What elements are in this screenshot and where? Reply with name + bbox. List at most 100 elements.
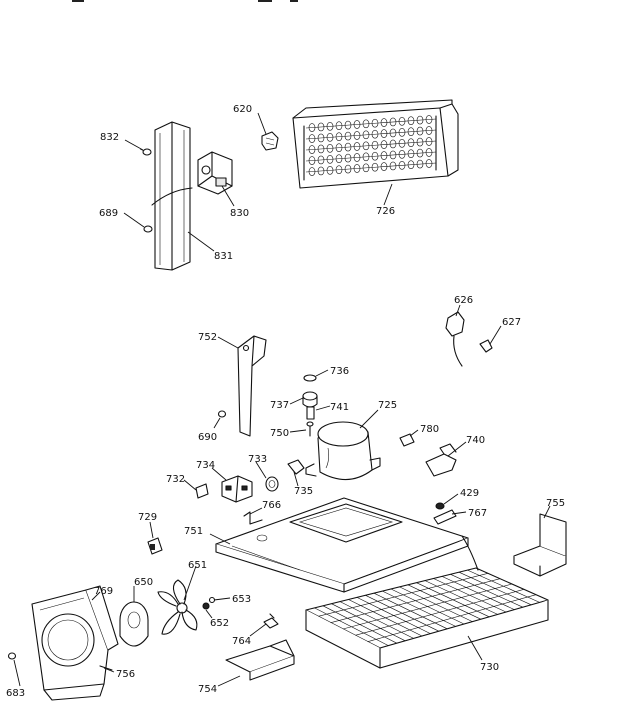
part-729-drier xyxy=(147,537,163,555)
part-766-bracket xyxy=(243,511,263,525)
callout-734: 734 xyxy=(196,460,215,471)
coil-fin xyxy=(389,128,397,138)
coil-fin xyxy=(317,133,325,143)
callout-766: 766 xyxy=(262,500,281,511)
part-741-sleeve xyxy=(306,406,315,420)
coil-fin xyxy=(326,144,334,153)
callout-653: 653 xyxy=(232,594,251,605)
part-752-bracket xyxy=(237,335,267,437)
coil-fin xyxy=(326,122,334,131)
coil-fin xyxy=(371,129,379,139)
coil-fin xyxy=(371,151,379,161)
coil-fin xyxy=(425,159,433,168)
coil-fin xyxy=(398,161,406,170)
callout-780: 780 xyxy=(420,424,439,435)
callout-752: 752 xyxy=(198,332,217,343)
coil-row xyxy=(305,129,437,140)
coil-fin xyxy=(308,167,316,176)
coil-fin xyxy=(308,134,316,143)
coil-fin xyxy=(425,126,433,135)
coil-fin xyxy=(326,133,334,142)
coil-row xyxy=(305,151,437,162)
coil-fin xyxy=(416,126,424,136)
coil-fin xyxy=(398,117,406,126)
grill-tube xyxy=(355,589,525,636)
callout-754: 754 xyxy=(198,684,217,695)
callout-labels: 620 832 830 726 689 831 626 627 752 736 … xyxy=(6,104,565,699)
callout-755: 755 xyxy=(546,498,565,509)
grill-tube xyxy=(367,594,537,642)
coil-fin xyxy=(380,129,388,138)
part-653-clip xyxy=(208,596,216,604)
callout-730: 730 xyxy=(480,662,499,673)
coil-fin xyxy=(353,131,361,140)
coil-fin xyxy=(371,162,379,172)
coil-fin xyxy=(326,166,334,175)
coil-fin xyxy=(398,128,406,137)
part-737-grommet xyxy=(302,391,318,408)
callout-831: 831 xyxy=(214,251,233,262)
callout-652: 652 xyxy=(210,618,229,629)
coil-fin xyxy=(407,160,415,170)
callout-627: 627 xyxy=(502,317,521,328)
part-831-channel xyxy=(151,121,193,271)
part-832-screw xyxy=(139,148,152,156)
callout-733: 733 xyxy=(248,454,267,465)
coil-fin xyxy=(380,162,388,171)
coil-fin xyxy=(344,131,352,141)
grill-tube xyxy=(318,573,489,617)
part-764-clamp xyxy=(263,613,279,629)
callout-741: 741 xyxy=(330,402,349,413)
callout-764: 764 xyxy=(232,636,251,647)
callout-750: 750 xyxy=(270,428,289,439)
coil-fin xyxy=(371,140,379,150)
part-620-connector xyxy=(261,131,279,151)
coil-fin xyxy=(344,120,352,130)
callout-736: 736 xyxy=(330,366,349,377)
callout-683: 683 xyxy=(6,688,25,699)
part-683-screw xyxy=(7,652,17,660)
part-690-screw xyxy=(217,410,227,418)
callout-769: 769 xyxy=(94,586,113,597)
callout-651: 651 xyxy=(188,560,207,571)
part-756-bracket xyxy=(99,665,113,671)
coil-fin xyxy=(317,144,325,154)
part-627-clip xyxy=(479,339,493,353)
callout-740: 740 xyxy=(466,435,485,446)
coil-fin xyxy=(335,121,343,131)
grill-tube xyxy=(330,578,501,623)
part-754-drain-pan xyxy=(225,639,295,681)
coil-fin xyxy=(344,164,352,174)
coil-fin xyxy=(317,122,325,132)
coil-fin xyxy=(308,123,316,132)
callout-751: 751 xyxy=(184,526,203,537)
part-726-evaporator-coil xyxy=(292,99,459,189)
callout-756: 756 xyxy=(116,669,135,680)
callout-726: 726 xyxy=(376,206,395,217)
callout-626: 626 xyxy=(454,295,473,306)
part-725-compressor xyxy=(305,421,381,481)
callout-737: 737 xyxy=(270,400,289,411)
callout-725: 725 xyxy=(378,400,397,411)
coil-row xyxy=(305,162,437,173)
coil-fin xyxy=(317,155,325,165)
part-734-relay xyxy=(221,475,253,503)
callout-767: 767 xyxy=(468,508,487,519)
part-689-screw xyxy=(143,225,153,233)
part-651-fan-blade xyxy=(157,579,198,635)
coil-fin xyxy=(425,148,433,157)
callout-429: 429 xyxy=(460,488,479,499)
part-740-relay-cover xyxy=(425,443,457,477)
coil-fin xyxy=(389,139,397,149)
part-755-bracket xyxy=(513,513,567,577)
coil-fin xyxy=(416,137,424,147)
coil-fin xyxy=(353,164,361,173)
part-730-condenser xyxy=(305,535,549,669)
part-830-damper xyxy=(197,151,233,195)
coil-fin xyxy=(398,139,406,148)
part-650-fan-motor xyxy=(119,601,149,647)
part-626-defrost-heater-lead xyxy=(445,311,465,367)
coil-fin xyxy=(362,141,370,151)
part-732-clip xyxy=(195,483,209,499)
